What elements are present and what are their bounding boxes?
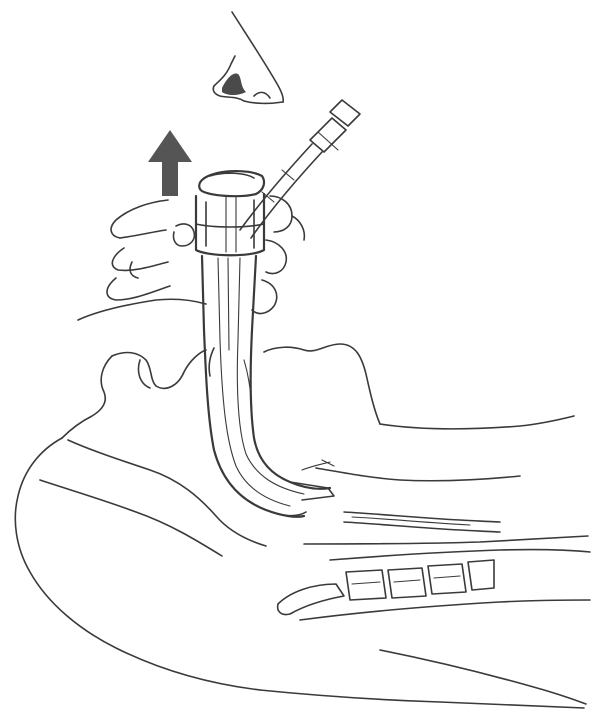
palate <box>316 460 520 481</box>
hand <box>78 196 304 320</box>
airway-tube <box>240 144 322 238</box>
neck-outline <box>380 650 586 704</box>
tube-connector <box>310 100 360 152</box>
trachea <box>304 512 588 544</box>
laryngeal-airway-device <box>196 171 334 517</box>
tongue <box>40 440 266 556</box>
nose <box>213 12 283 103</box>
head-outline <box>15 344 584 708</box>
vertebrae <box>278 550 590 620</box>
direction-arrow-up <box>148 130 192 196</box>
